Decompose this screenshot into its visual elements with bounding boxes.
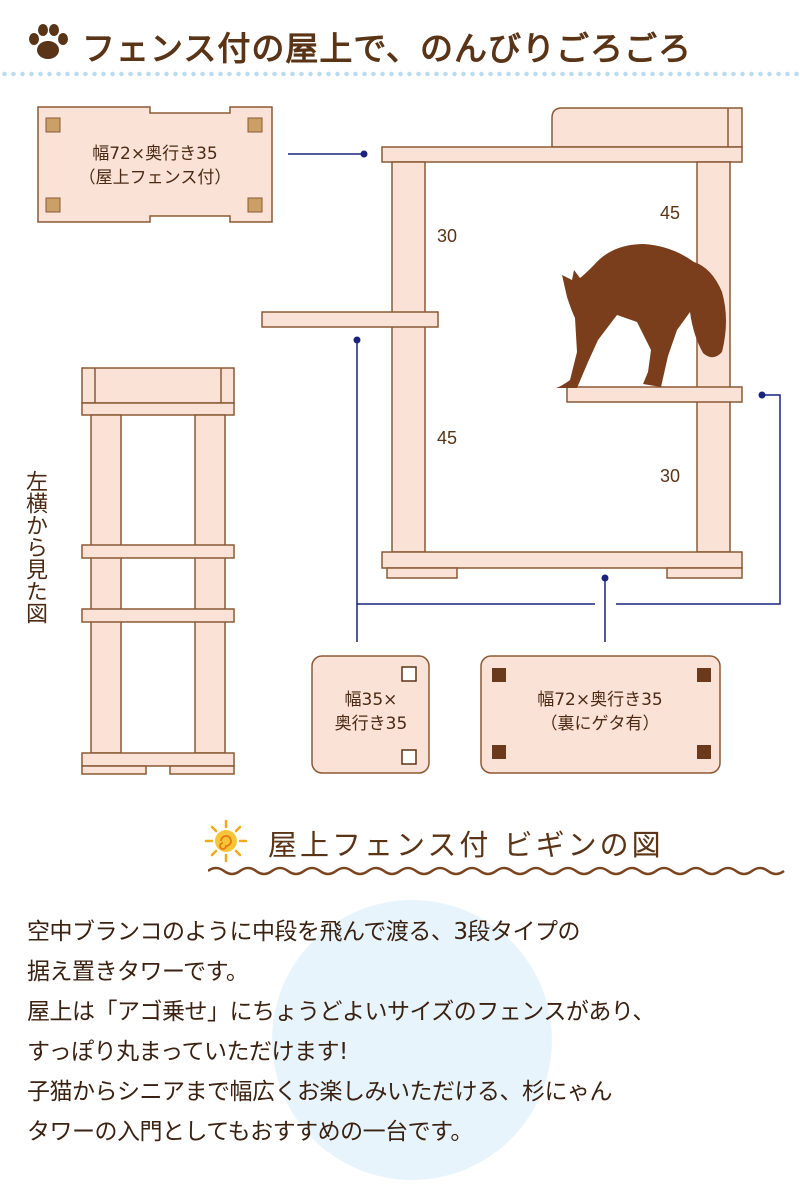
tower-side-view <box>81 367 235 775</box>
top-plate-size: 幅72×奥行き35 <box>92 144 218 164</box>
bottom-plate-label: 幅72×奥行き35 （裏にゲタ有） <box>500 688 700 736</box>
page-title: フェンス付の屋上で、のんびりごろごろ <box>82 29 693 68</box>
paw-icon <box>29 24 68 59</box>
middle-plate-label: 幅35× 奥行き35 <box>316 688 426 736</box>
description-line: すっぽり丸まっていただけます! <box>27 1039 348 1065</box>
top-plate-note: （屋上フェンス付） <box>78 168 232 188</box>
description-line: 屋上は「アゴ乗せ」にちょうどよいサイズのフェンスがあり、 <box>27 999 655 1025</box>
cat-silhouette <box>556 244 726 388</box>
side-view-label: 左横から見た図 <box>22 470 47 624</box>
description-line: 空中ブランコのように中段を飛んで渡る、3段タイプの <box>27 919 580 945</box>
bottom-plate-plan <box>480 655 721 774</box>
background-circle <box>272 900 552 1180</box>
top-plate-label: 幅72×奥行き35 （屋上フェンス付） <box>62 142 248 190</box>
page-header: フェンス付の屋上で、のんびりごろごろ <box>0 0 800 80</box>
description: 空中ブランコのように中段を飛んで渡る、3段タイプの 据え置きタワーです。 屋上は… <box>27 912 787 1152</box>
bottom-plate-size: 幅72×奥行き35 <box>537 690 663 710</box>
middle-plate-size: 幅35× <box>344 690 398 710</box>
section-title: 屋上フェンス付 ビギンの図 <box>268 828 664 862</box>
sun-icon <box>204 819 248 863</box>
dimension-left-upper: 30 <box>437 226 458 246</box>
connector-lines <box>288 153 781 642</box>
tower-diagram <box>37 106 781 775</box>
dimension-left-lower: 45 <box>437 428 458 448</box>
wavy-underline <box>208 866 785 876</box>
top-plate-plan <box>37 106 273 223</box>
dimension-right-lower: 30 <box>660 466 681 486</box>
dimension-right-upper: 45 <box>660 203 681 223</box>
description-line: 据え置きタワーです。 <box>27 959 249 985</box>
middle-plate-depth: 奥行き35 <box>334 714 408 734</box>
dotted-divider <box>0 70 800 78</box>
middle-plate-plan <box>311 655 430 774</box>
description-line: 子猫からシニアまで幅広くお楽しみいただける、杉にゃん <box>27 1079 613 1105</box>
description-line: タワーの入門としてもおすすめの一台です。 <box>27 1119 473 1145</box>
bottom-plate-note: （裏にゲタ有） <box>540 714 660 734</box>
